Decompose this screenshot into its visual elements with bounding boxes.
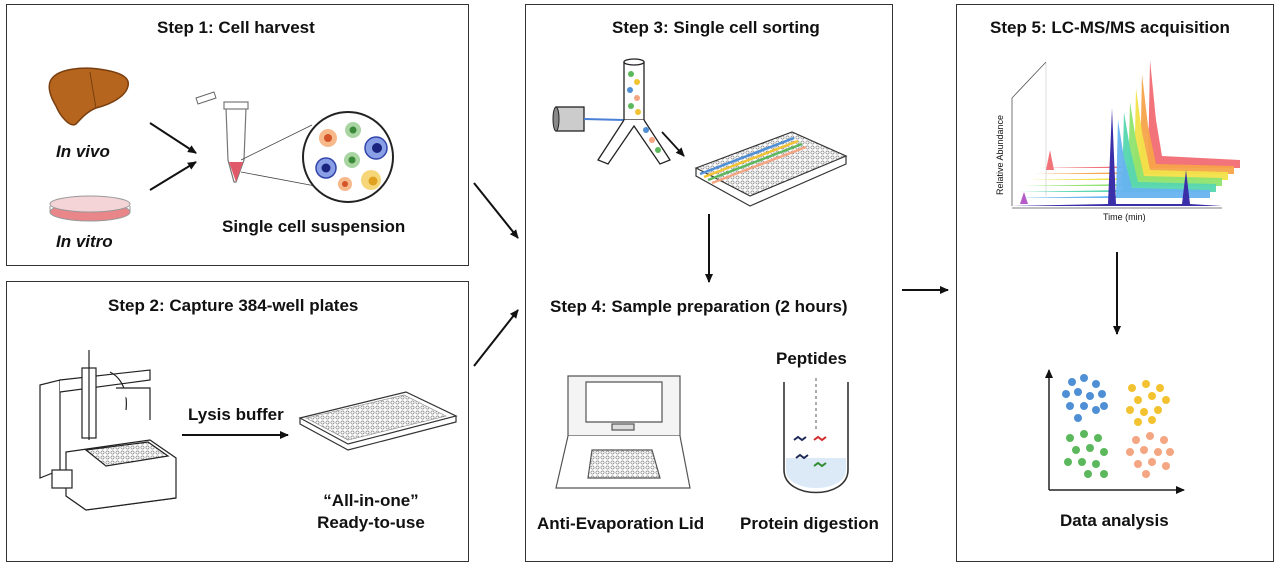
step4-title: Step 4: Sample preparation (2 hours) (550, 297, 848, 316)
chromatogram-icon (1011, 60, 1240, 209)
tube-icon (195, 91, 249, 183)
well-plate-icon (298, 391, 458, 451)
anti-evaporation-lid-label: Anti-Evaporation Lid (537, 514, 705, 533)
step2-title: Step 2: Capture 384-well plates (108, 296, 359, 315)
ready-to-use-label: Ready-to-use (317, 513, 425, 532)
protein-digestion-label: Protein digestion (740, 514, 879, 533)
step1-title: Step 1: Cell harvest (157, 18, 315, 37)
flow-sorter-icon (597, 58, 671, 165)
petri-dish-icon (49, 195, 131, 222)
lid-icon (555, 375, 691, 489)
liquid-handler-icon (39, 350, 177, 511)
scatter-plot-icon (1045, 369, 1185, 494)
magnified-cells-icon (302, 111, 394, 203)
chromatogram-ylabel: Relative Abundance (995, 114, 1005, 196)
in-vitro-label: In vitro (56, 232, 113, 251)
liver-icon (48, 67, 130, 126)
lysis-buffer-label: Lysis buffer (188, 405, 284, 424)
peptides-label: Peptides (776, 349, 847, 368)
step3-title: Step 3: Single cell sorting (612, 18, 820, 37)
step5-title: Step 5: LC-MS/MS acquisition (990, 18, 1230, 37)
chromatogram-xlabel: Time (min) (1103, 212, 1146, 222)
all-in-one-label: “All-in-one” (323, 491, 419, 510)
single-cell-label: Single cell suspension (222, 217, 406, 236)
digestion-tube-icon (783, 378, 849, 494)
laser-icon (552, 106, 625, 132)
data-analysis-label: Data analysis (1060, 511, 1169, 530)
sort-plate-icon (694, 131, 848, 207)
step5-panel (956, 4, 1274, 562)
in-vivo-label: In vivo (56, 142, 110, 161)
